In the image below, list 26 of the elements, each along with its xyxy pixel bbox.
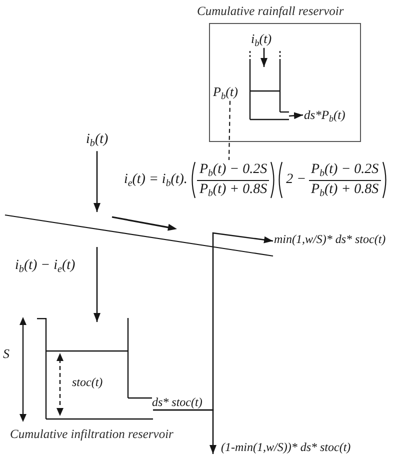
arrow (260, 48, 268, 67)
dimension-label: S (3, 347, 10, 362)
outflow-label: (1-min(1,w/S))* ds* stoc(t) (221, 441, 351, 455)
inflow-label: i$_{b}$(t) (251, 32, 272, 47)
outflow-label: ds*P$_{b}$(t) (304, 108, 346, 122)
fraction-numerator: P$_{b}$(t) − 0.2S (197, 162, 270, 180)
edge-label: i$_{b}$(t) − i$_{e}$(t) (14, 258, 76, 274)
arrow (94, 151, 100, 212)
level-label: stoc(t) (72, 376, 103, 390)
outflow-label: min(1,w/S)* ds* stoc(t) (274, 233, 386, 247)
formula-text: 2 − (285, 172, 308, 188)
reservoir-title: Cumulative rainfall reservoir (197, 3, 344, 19)
arrow (288, 112, 304, 119)
formula-text: i$_{e}$(t) = i$_{b}$(t). (123, 172, 188, 188)
reservoir-tank (37, 318, 153, 420)
arrow (94, 247, 100, 322)
fraction-denominator: P$_{b}$(t) + 0.8S (198, 180, 268, 198)
fraction-numerator: P$_{b}$(t) − 0.2S (309, 162, 381, 180)
inflow-label: i$_{b}$(t) (86, 132, 108, 148)
outflow-label: ds* stoc(t) (152, 396, 202, 410)
reservoir-title: Cumulative infiltration reservoir (10, 427, 174, 442)
arrow (153, 409, 216, 454)
fraction-denominator: P$_{b}$(t) + 0.8S (310, 180, 380, 198)
dashed-line (228, 100, 231, 160)
reservoir-tank (249, 51, 289, 120)
level-label: P$_{b}$(t) (213, 85, 238, 100)
